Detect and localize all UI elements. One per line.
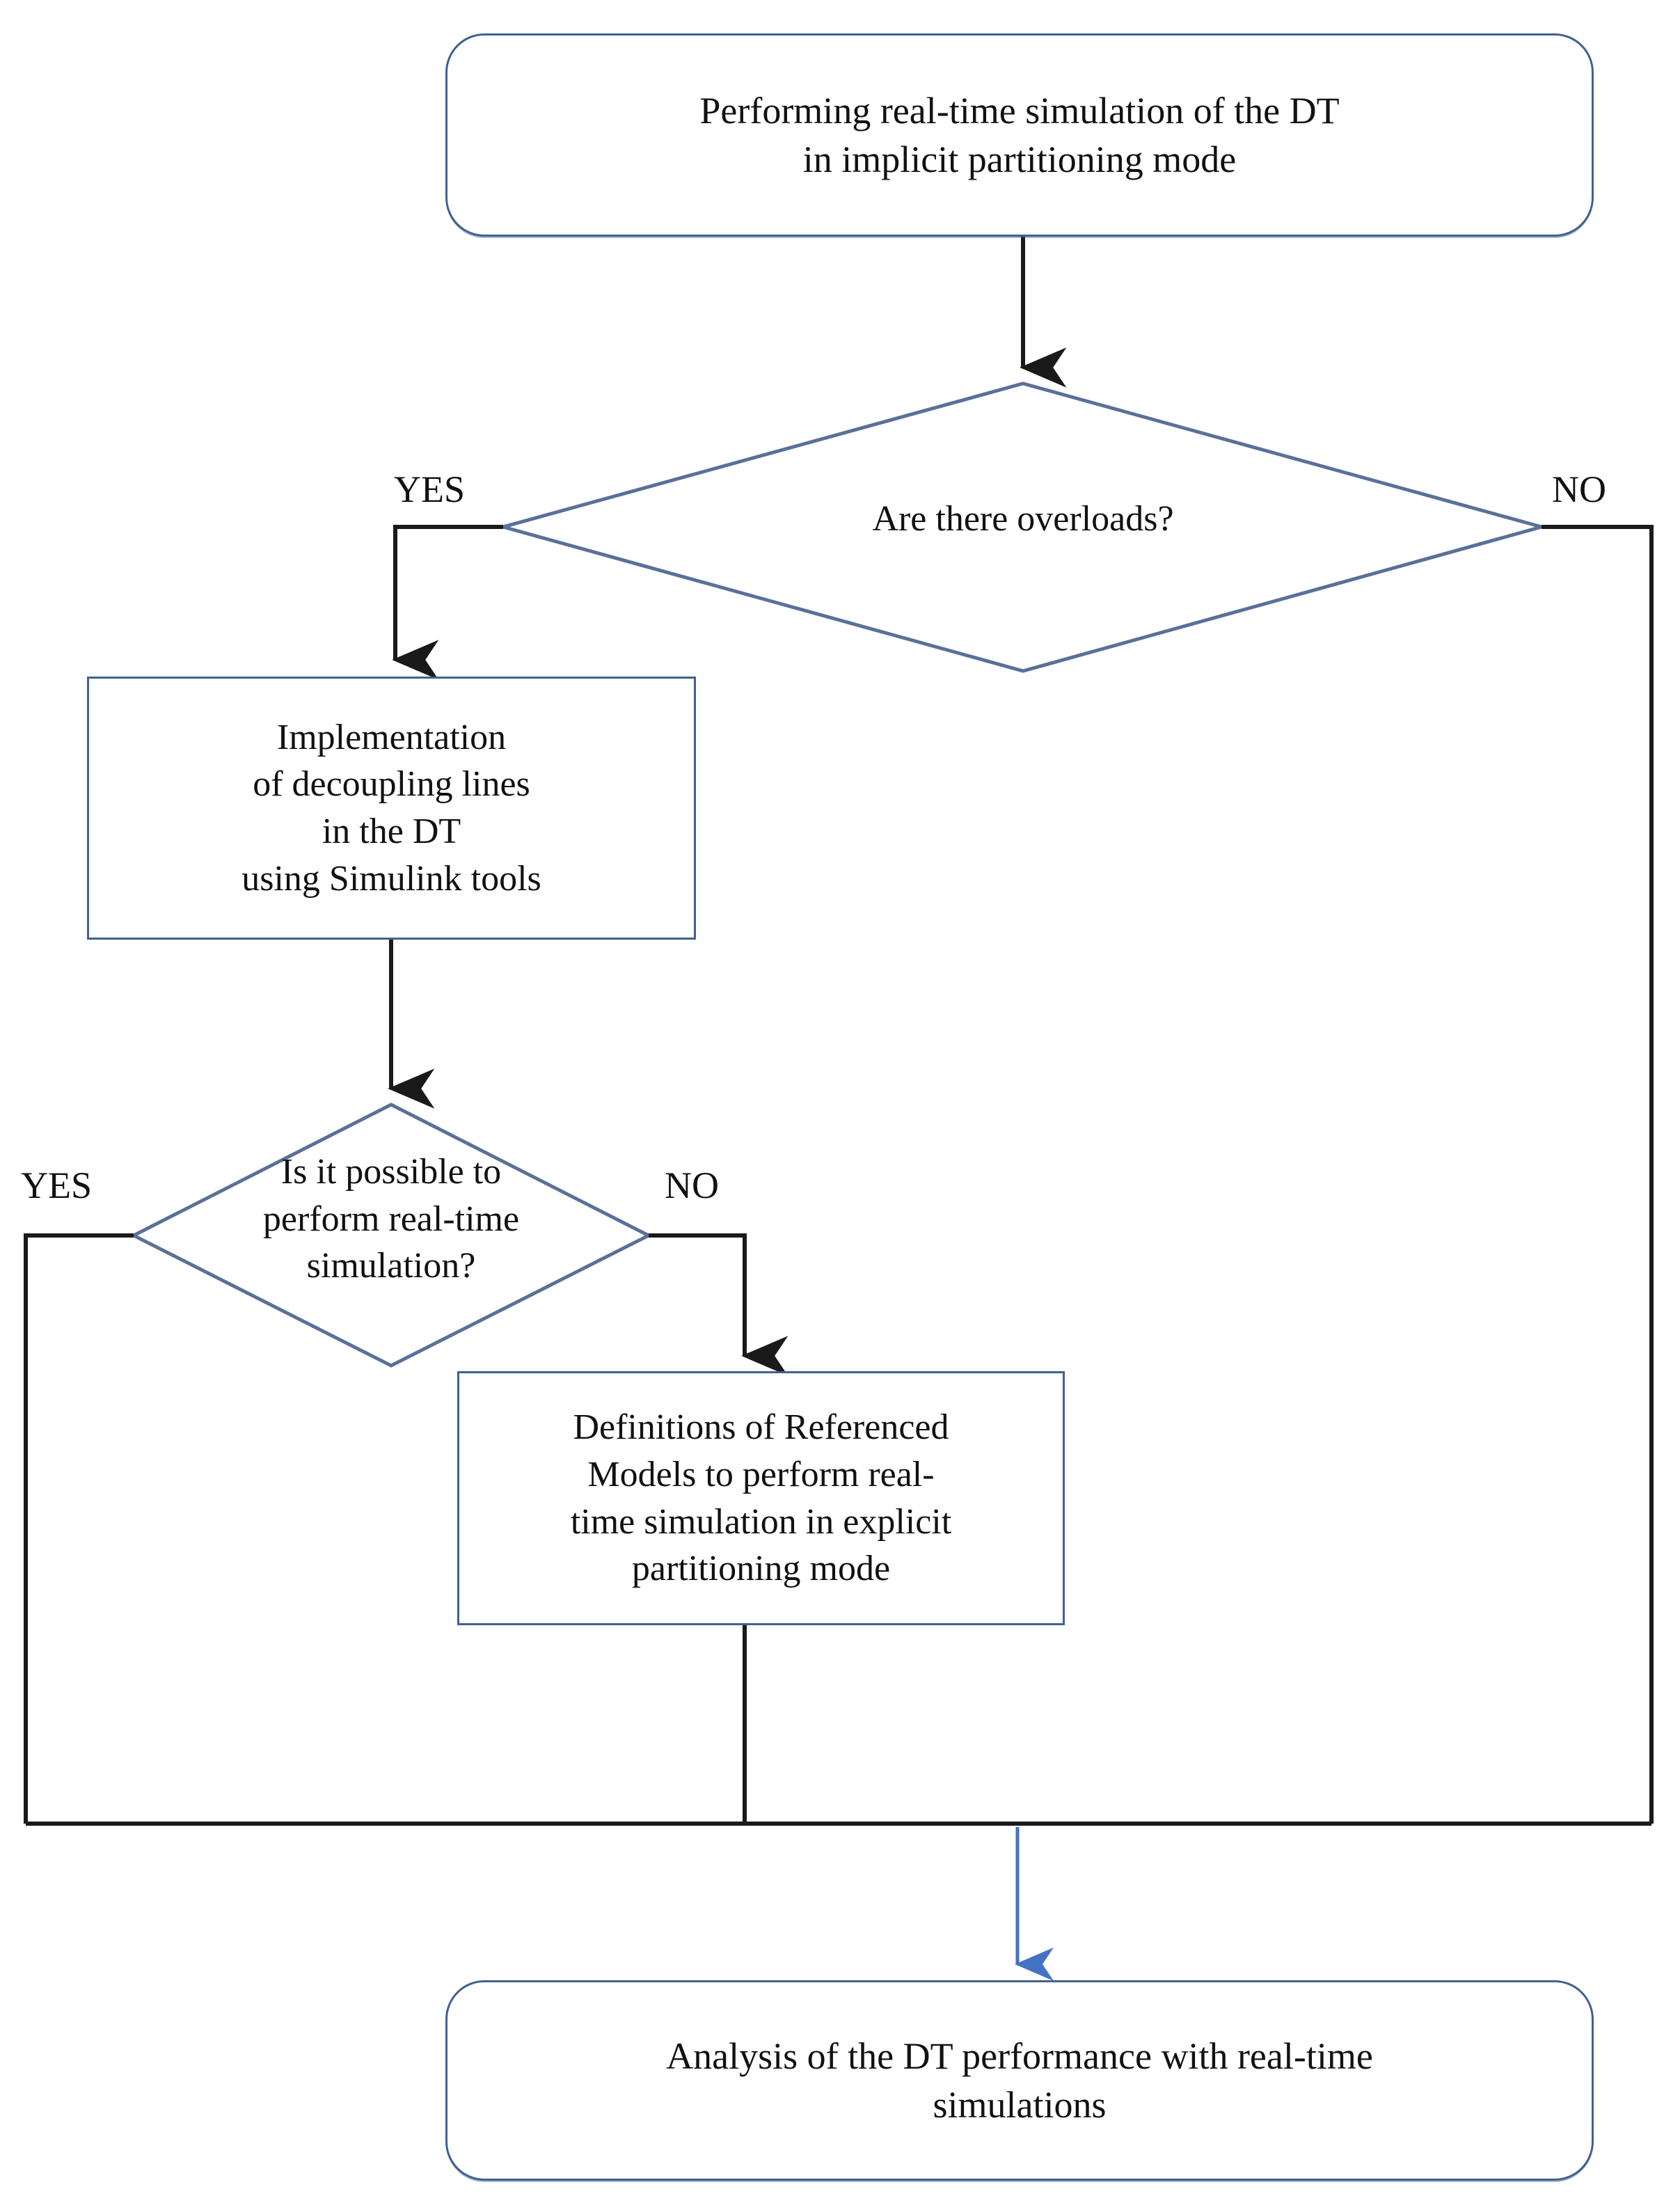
decision-overloads-no-label: NO — [1552, 468, 1606, 510]
node-end-line-2: simulations — [933, 2084, 1107, 2126]
node-start-text: Performing real-time simulation of the D… — [692, 86, 1346, 184]
node-referenced-models[interactable]: Definitions of Referenced Models to perf… — [457, 1371, 1065, 1625]
node-implementation-line-2: of decoupling lines — [253, 764, 530, 805]
node-start-line-2: in implicit partitioning mode — [802, 139, 1237, 180]
edge-realtime-yes-to-bottom-bus — [24, 1233, 134, 1824]
node-implementation[interactable]: Implementation of decoupling lines in th… — [87, 677, 696, 940]
decision-realtime-shape — [129, 1103, 653, 1368]
edge-realtime-no-to-referenced-models — [649, 1233, 789, 1376]
node-implementation-line-4: using Simulink tools — [241, 858, 541, 899]
node-implementation-line-3: in the DT — [322, 812, 461, 851]
node-start[interactable]: Performing real-time simulation of the D… — [445, 33, 1594, 237]
node-referenced-models-line-1: Definitions of Referenced — [573, 1407, 949, 1448]
decision-realtime-yes-label: YES — [21, 1164, 93, 1206]
node-referenced-models-text: Definitions of Referenced Models to perf… — [564, 1404, 958, 1592]
node-start-line-1: Performing real-time simulation of the D… — [699, 89, 1340, 132]
node-referenced-models-line-4: partitioning mode — [631, 1549, 891, 1589]
node-implementation-text: Implementation of decoupling lines in th… — [235, 714, 548, 902]
edge-overloads-yes-to-implementation — [392, 525, 503, 680]
decision-overloads-shape — [496, 381, 1548, 673]
decision-realtime-no-label: NO — [665, 1164, 719, 1206]
node-implementation-line-1: Implementation — [276, 717, 507, 757]
node-end-text: Analysis of the DT performance with real… — [659, 2032, 1380, 2129]
node-referenced-models-line-2: Models to perform real- — [587, 1454, 935, 1494]
node-referenced-models-line-3: time simulation in explicit — [570, 1501, 952, 1542]
edge-overloads-no-to-bottom-bus — [1542, 525, 1654, 1824]
node-end-line-1: Analysis of the DT performance with real… — [666, 2035, 1373, 2077]
node-end[interactable]: Analysis of the DT performance with real… — [445, 1980, 1594, 2181]
decision-overloads-yes-label: YES — [394, 468, 466, 510]
